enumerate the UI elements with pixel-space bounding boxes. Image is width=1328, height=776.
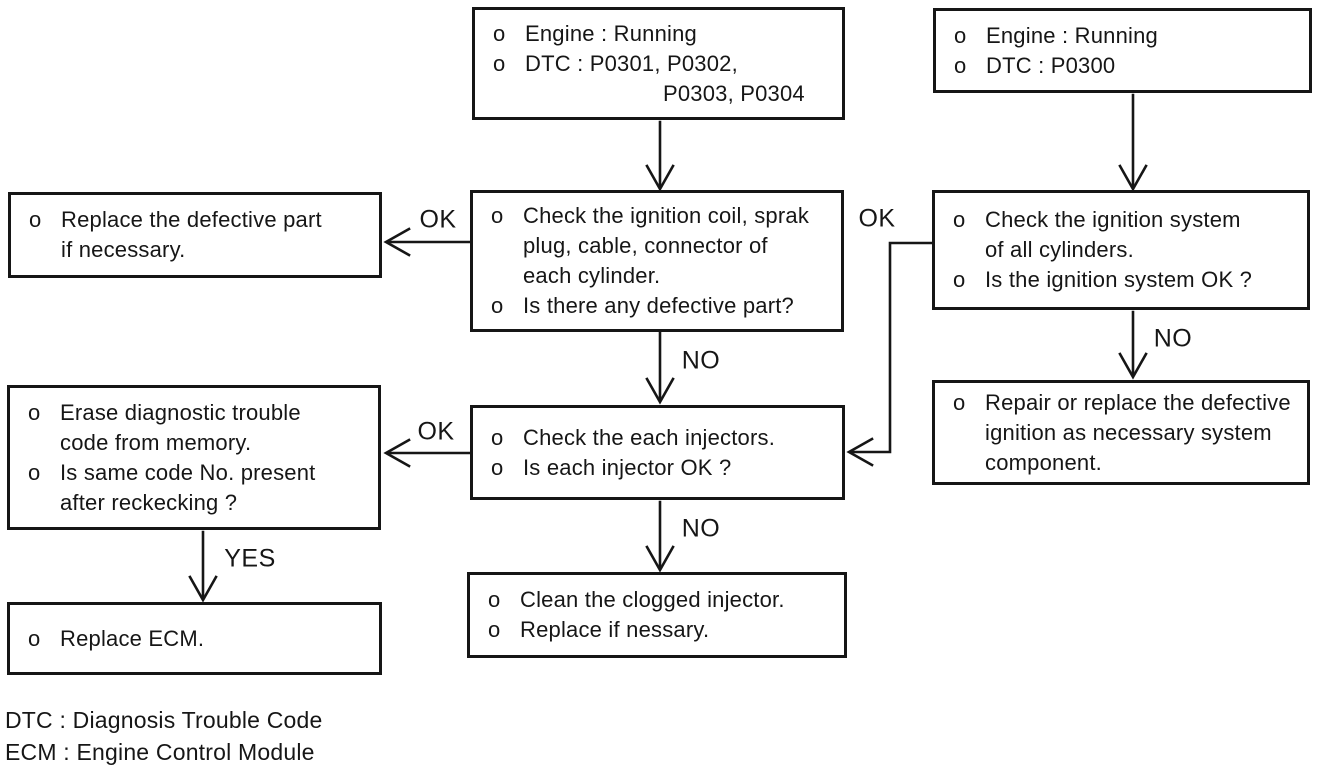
bullet-marker: o <box>29 207 42 232</box>
flow-item-text: Is there any defective part? <box>523 293 794 318</box>
flow-item: o DTC : P0300 <box>954 51 1307 81</box>
flow-item-text: Erase diagnostic trouble code from memor… <box>60 399 301 455</box>
box-check-ignition-system: o Check the ignition system of all cylin… <box>932 190 1310 310</box>
flow-item: o Is the ignition system OK ? <box>953 265 1305 295</box>
bullet-marker: o <box>954 22 967 48</box>
bullet-marker: o <box>954 52 967 78</box>
flow-item-text: Engine : Running <box>986 22 1158 48</box>
edge-label-no-repair: NO <box>1153 324 1193 353</box>
flow-item: P0303, P0304 <box>493 79 840 109</box>
box-erase-trouble-code: o Erase diagnostic trouble code from mem… <box>7 385 381 530</box>
box-replace-defective-part: o Replace the defective part if necessar… <box>8 192 382 278</box>
flow-item: o Check the ignition coil, sprak plug, c… <box>491 201 839 291</box>
flow-item-text: Is the ignition system OK ? <box>985 267 1253 292</box>
flow-item-text: Is same code No. present after reckeckin… <box>60 459 316 515</box>
flow-item-text: Replace if nessary. <box>520 617 710 642</box>
flow-item-text: DTC : P0301, P0302, <box>525 50 738 76</box>
flow-item-text: Check the ignition system of all cylinde… <box>985 207 1241 262</box>
bullet-marker: o <box>493 50 506 76</box>
flow-item: o Is same code No. present after reckeck… <box>28 458 376 518</box>
bullet-marker: o <box>28 399 41 425</box>
flow-item: o Erase diagnostic trouble code from mem… <box>28 398 376 458</box>
box-dtc-p0300: o Engine : Running o DTC : P0300 <box>933 8 1312 93</box>
bullet-marker: o <box>491 293 504 318</box>
flow-item-text: Check the ignition coil, sprak plug, cab… <box>523 203 810 288</box>
bullet-marker: o <box>491 454 504 480</box>
legend-ecm: ECM : Engine Control Module <box>5 739 315 765</box>
box-clean-injector: o Clean the clogged injector. o Replace … <box>467 572 847 658</box>
box-repair-ignition: o Repair or replace the defective igniti… <box>932 380 1310 485</box>
edge-label-ok-erase: OK <box>417 417 455 446</box>
flow-item: o Replace ECM. <box>28 624 377 654</box>
bullet-marker: o <box>28 459 41 485</box>
flow-item: o Replace if nessary. <box>488 615 842 645</box>
flow-item-text: P0303, P0304 <box>663 80 805 106</box>
flow-item: o Check the each injectors. <box>491 423 840 453</box>
flow-item-text: Replace ECM. <box>60 625 205 651</box>
edge-label-yes-ecm: YES <box>224 544 276 573</box>
flow-item-text: Is each injector OK ? <box>523 454 732 480</box>
bullet-marker: o <box>488 617 501 642</box>
bullet-marker: o <box>491 424 504 450</box>
flow-item: o DTC : P0301, P0302, <box>493 49 840 79</box>
bullet-marker: o <box>953 207 966 232</box>
box-check-ignition-coil: o Check the ignition coil, sprak plug, c… <box>470 190 844 332</box>
bullet-marker: o <box>953 389 966 415</box>
bullet-marker: o <box>491 203 504 228</box>
flow-item-text: Check the each injectors. <box>523 424 776 450</box>
flow-item: o Replace the defective part if necessar… <box>29 205 377 265</box>
flow-item-text: Replace the defective part if necessary. <box>61 207 322 262</box>
flow-item: o Repair or replace the defective igniti… <box>953 388 1305 478</box>
edge-label-no-injectors: NO <box>681 346 721 375</box>
bullet-marker: o <box>493 20 506 46</box>
box-dtc-p0301-p0304: o Engine : Running o DTC : P0301, P0302,… <box>472 7 845 120</box>
flow-item-text: Clean the clogged injector. <box>520 587 785 612</box>
box-check-injectors: o Check the each injectors. o Is each in… <box>470 405 845 500</box>
flow-item: o Is each injector OK ? <box>491 453 840 483</box>
flow-item-text: Engine : Running <box>525 20 697 46</box>
flow-item: o Check the ignition system of all cylin… <box>953 205 1305 265</box>
bullet-marker: o <box>953 267 966 292</box>
edge-label-ok-replace-part: OK <box>419 205 457 234</box>
flow-item-text: DTC : P0300 <box>986 52 1116 78</box>
edge-label-no-clean: NO <box>681 514 721 543</box>
flow-item: o Engine : Running <box>493 19 840 49</box>
edge-label-ok-from-ignition: OK <box>858 204 896 233</box>
legend-dtc: DTC : Diagnosis Trouble Code <box>5 707 323 733</box>
flow-item-text: Repair or replace the defective ignition… <box>985 389 1291 475</box>
bullet-marker: o <box>28 625 41 651</box>
bullet-marker: o <box>488 587 501 612</box>
flow-item: o Clean the clogged injector. <box>488 585 842 615</box>
flow-item: o Is there any defective part? <box>491 291 839 321</box>
box-replace-ecm: o Replace ECM. <box>7 602 382 675</box>
flow-item: o Engine : Running <box>954 21 1307 51</box>
